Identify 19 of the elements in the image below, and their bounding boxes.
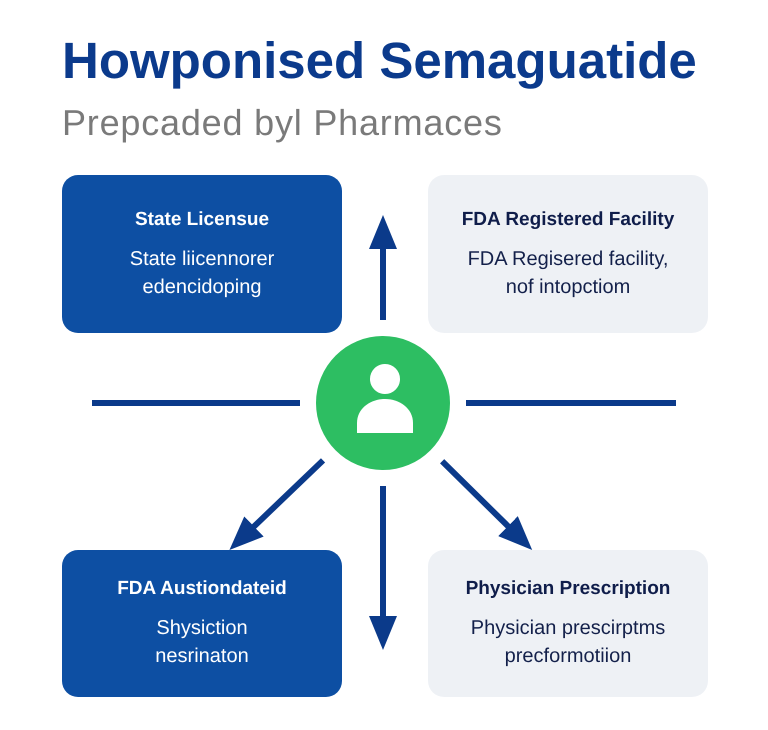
arrow bbox=[227, 458, 326, 552]
card-description: Shysiction nesrinaton bbox=[154, 616, 250, 669]
card-description: FDA Regisered facility, nof intopctiom bbox=[466, 246, 670, 300]
info-card bbox=[62, 175, 342, 333]
card-description: Physician prescirptms precformotiion bbox=[470, 616, 666, 669]
card-title: Physician Prescription bbox=[466, 577, 670, 600]
card-title: State Licensue bbox=[134, 208, 270, 230]
connector-line bbox=[92, 400, 300, 406]
info-card bbox=[428, 550, 708, 697]
subtitle: Prepcaded byl Pharmaces bbox=[62, 102, 503, 144]
arrow bbox=[369, 486, 397, 650]
arrow bbox=[440, 459, 534, 552]
card-title: FDA Registered Facility bbox=[462, 208, 674, 230]
connector-line bbox=[466, 400, 676, 406]
arrow bbox=[369, 215, 397, 320]
info-card bbox=[62, 550, 342, 697]
card-title: FDA Austiondateid bbox=[117, 577, 287, 600]
title: Howponised Semaguatide bbox=[62, 32, 697, 91]
card-description: State liicennorer edencidoping bbox=[128, 246, 276, 300]
